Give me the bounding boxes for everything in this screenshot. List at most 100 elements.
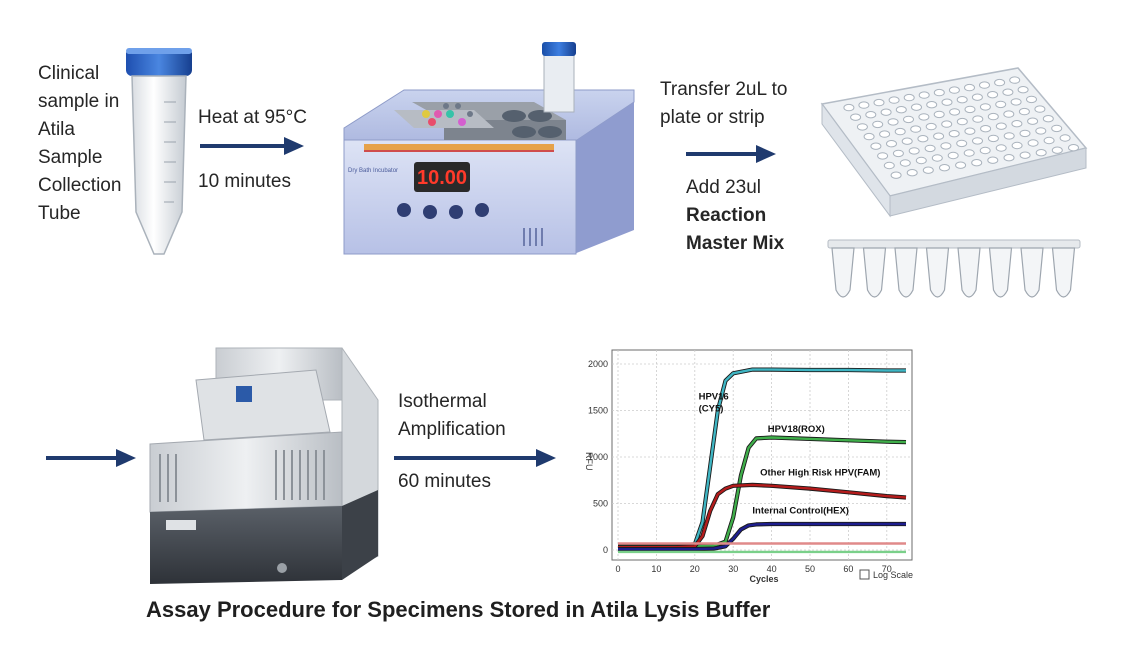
svg-text:Dry Bath Incubator: Dry Bath Incubator bbox=[348, 168, 398, 174]
well bbox=[933, 88, 945, 97]
well bbox=[987, 134, 999, 143]
strip-tube bbox=[831, 247, 855, 298]
arrow-right-icon bbox=[394, 449, 556, 467]
well bbox=[948, 86, 960, 94]
log-scale-checkbox[interactable] bbox=[859, 569, 870, 580]
series-line bbox=[618, 436, 907, 548]
well bbox=[858, 101, 870, 109]
well bbox=[949, 108, 961, 116]
well bbox=[892, 149, 904, 158]
well bbox=[940, 142, 952, 150]
well bbox=[870, 142, 882, 150]
strip-tube bbox=[957, 247, 981, 298]
x-tick-label: 20 bbox=[690, 564, 700, 574]
well bbox=[964, 83, 975, 92]
well bbox=[880, 108, 892, 116]
well bbox=[911, 103, 922, 111]
well bbox=[1003, 110, 1015, 118]
chart-ylabel: RFU bbox=[584, 452, 594, 471]
well bbox=[956, 96, 968, 104]
y-tick-label: 1500 bbox=[588, 406, 608, 416]
well bbox=[1059, 134, 1071, 142]
series-label: Other High Risk HPV(FAM) bbox=[760, 468, 880, 479]
x-tick-label: 60 bbox=[843, 564, 853, 574]
series-label: HPV16 bbox=[699, 391, 729, 402]
well bbox=[922, 166, 934, 174]
y-tick-label: 0 bbox=[603, 545, 608, 555]
well bbox=[994, 78, 1006, 87]
well bbox=[1035, 127, 1047, 135]
dry-bath-incubator-image: 10.00 Dry Bath Incubator bbox=[343, 42, 635, 255]
well bbox=[995, 144, 1007, 152]
well bbox=[1027, 139, 1039, 147]
well bbox=[931, 154, 943, 162]
well bbox=[1009, 76, 1021, 84]
well bbox=[917, 135, 929, 143]
well bbox=[1043, 136, 1055, 145]
well bbox=[1018, 107, 1030, 116]
well bbox=[906, 169, 918, 177]
well bbox=[1034, 105, 1046, 113]
well bbox=[918, 113, 930, 121]
x-tick-label: 70 bbox=[882, 564, 892, 574]
x-tick-label: 10 bbox=[651, 564, 661, 574]
figure-caption: Assay Procedure for Specimens Stored in … bbox=[146, 597, 771, 622]
well bbox=[964, 105, 976, 114]
arrow-right-icon bbox=[686, 145, 776, 163]
well bbox=[894, 127, 906, 136]
well bbox=[924, 144, 936, 153]
add-reaction-label: Add 23ul Reaction Master Mix bbox=[686, 177, 785, 254]
well bbox=[1051, 124, 1063, 133]
well bbox=[987, 156, 999, 164]
well bbox=[903, 93, 915, 102]
strip-tube bbox=[988, 247, 1013, 298]
strip-tube bbox=[894, 247, 918, 298]
well bbox=[1002, 88, 1014, 96]
y-tick-label: 1000 bbox=[588, 452, 608, 462]
well bbox=[1011, 141, 1023, 150]
well bbox=[908, 147, 920, 155]
strip-tube bbox=[1051, 247, 1076, 298]
well bbox=[995, 122, 1007, 130]
well bbox=[980, 124, 992, 133]
well bbox=[903, 115, 914, 124]
well bbox=[856, 123, 868, 131]
well bbox=[1003, 154, 1015, 162]
well bbox=[1042, 115, 1054, 123]
well bbox=[939, 164, 950, 172]
well bbox=[888, 96, 900, 104]
isothermal-instrument-image bbox=[149, 347, 379, 584]
well bbox=[971, 93, 983, 101]
well bbox=[971, 159, 983, 167]
well bbox=[1019, 151, 1031, 159]
well bbox=[941, 98, 953, 106]
well-plate-image bbox=[820, 67, 1088, 218]
well bbox=[901, 137, 913, 145]
well bbox=[1051, 146, 1063, 154]
well bbox=[850, 113, 862, 121]
series-label: Internal Control(HEX) bbox=[752, 506, 849, 517]
well bbox=[1068, 144, 1079, 152]
well bbox=[872, 120, 884, 129]
well bbox=[972, 115, 984, 123]
well bbox=[933, 132, 945, 140]
well bbox=[1035, 149, 1047, 157]
well bbox=[1017, 86, 1029, 94]
strip-tube bbox=[925, 247, 950, 298]
well bbox=[877, 152, 889, 160]
well bbox=[1003, 132, 1015, 140]
sample-label: Clinical sample in Atila Sample Collecti… bbox=[38, 63, 122, 224]
well bbox=[863, 132, 875, 141]
well bbox=[926, 101, 938, 109]
well bbox=[883, 161, 895, 170]
x-tick-label: 30 bbox=[728, 564, 738, 574]
arrow-right-icon bbox=[200, 137, 304, 155]
well bbox=[1011, 120, 1023, 128]
well bbox=[925, 122, 937, 131]
well bbox=[987, 91, 999, 99]
well bbox=[1019, 129, 1031, 138]
series-line bbox=[618, 522, 906, 551]
y-tick-label: 2000 bbox=[588, 359, 608, 369]
well bbox=[910, 125, 922, 133]
log-scale-label: Log Scale bbox=[873, 570, 913, 580]
